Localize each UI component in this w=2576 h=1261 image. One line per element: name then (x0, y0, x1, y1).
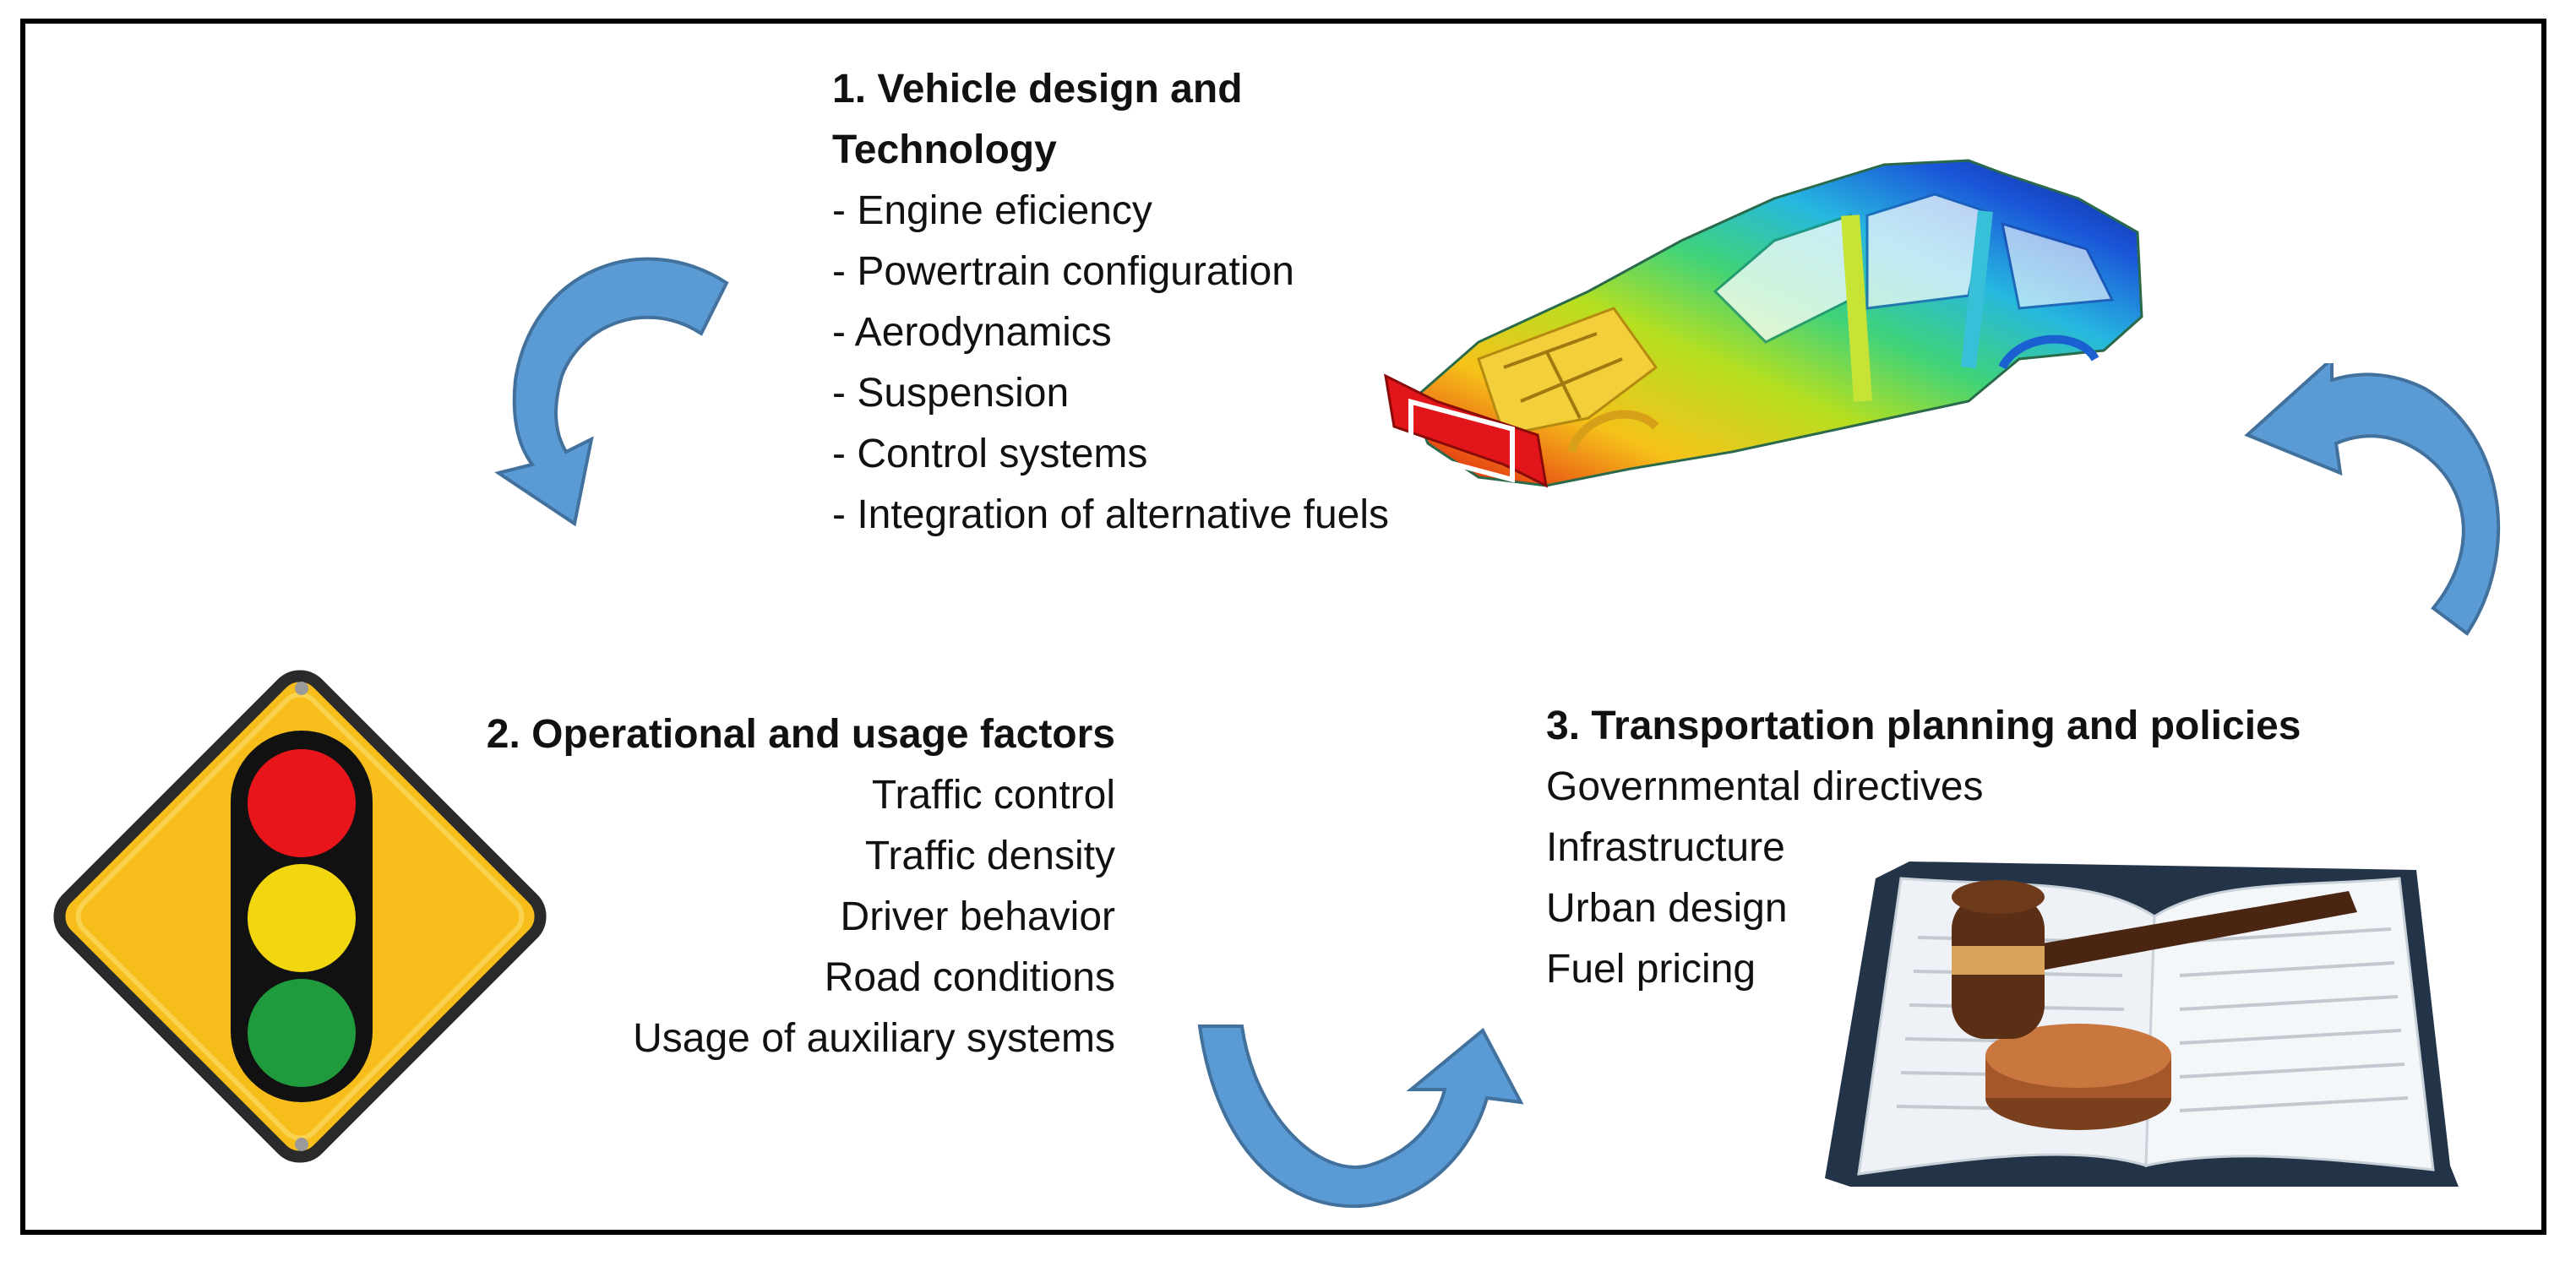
vehicle-item: - Suspension (832, 371, 1070, 416)
operational-item: Traffic density (864, 834, 1115, 878)
operational-item: Traffic control (871, 773, 1115, 818)
transportation-policies-title: 3. Transportation planning and policies (1546, 704, 2301, 748)
operational-item: Road conditions (824, 955, 1115, 1000)
red-light-icon (248, 749, 356, 857)
gavel-book-image (1825, 862, 2459, 1187)
transport-item: Urban design (1546, 886, 1788, 931)
transport-item: Fuel pricing (1546, 947, 1756, 992)
operational-item: Usage of auxiliary systems (633, 1016, 1115, 1061)
operational-factors-title: 2. Operational and usage factors (486, 712, 1115, 757)
vehicle-item: - Aerodynamics (832, 310, 1112, 355)
curved-arrow-icon (1197, 1025, 1524, 1209)
vehicle-item: - Control systems (832, 432, 1148, 476)
operational-factors-block: 2. Operational and usage factors Traffic… (431, 704, 1115, 1069)
vehicle-item: - Engine eficiency (832, 188, 1152, 233)
vehicle-design-block: 1. Vehicle design and Technology - Engin… (832, 59, 1424, 546)
transportation-policies-block: 3. Transportation planning and policies … (1546, 696, 2391, 1000)
curved-arrow-icon (494, 257, 729, 527)
vehicle-item: - Integration of alternative fuels (832, 492, 1390, 537)
transport-item: Infrastructure (1546, 825, 1785, 870)
vehicle-item: - Powertrain configuration (832, 249, 1294, 294)
yellow-light-icon (248, 864, 356, 972)
green-light-icon (248, 979, 356, 1087)
car-body-stress-image (1384, 159, 2143, 488)
vehicle-design-title: 1. Vehicle design and Technology (832, 67, 1243, 172)
operational-item: Driver behavior (840, 894, 1115, 939)
curved-arrow-icon (2244, 363, 2501, 636)
traffic-light-sign-icon (53, 670, 547, 1163)
transport-item: Governmental directives (1546, 764, 1984, 809)
